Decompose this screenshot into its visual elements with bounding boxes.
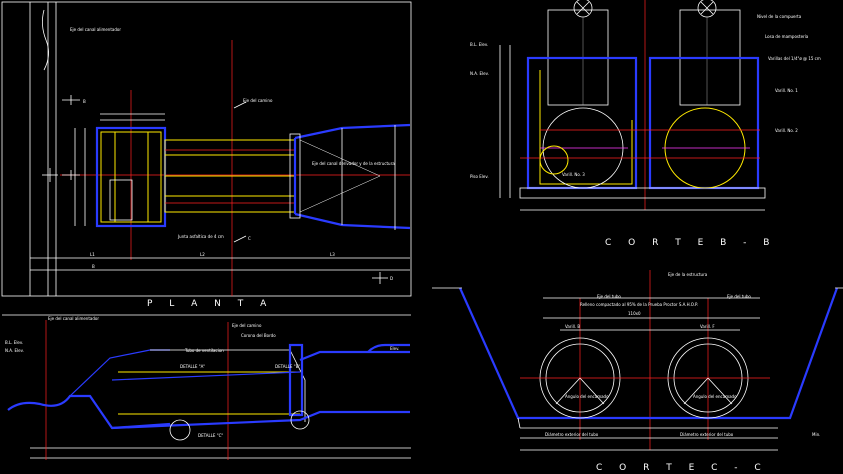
- perfil-label-detalle-c: DETALLE "C": [198, 433, 223, 438]
- dim-b: B: [92, 264, 95, 269]
- corte-cc-eje-tubo-2: Eje del tubo: [727, 294, 751, 299]
- corte-cc-title: C O R T E C - C: [596, 463, 768, 473]
- corte-cc-eje-estructura: Eje de la estructura: [668, 272, 708, 277]
- corte-bb-piso: Piso Elev.: [470, 174, 489, 179]
- perfil-label-eje-camino: Eje del camino: [232, 323, 262, 328]
- planta-label-junta: Junta asfaltica de 4 cm: [177, 234, 224, 239]
- corte-cc-diametro-1: Diámetro exterior del tubo: [545, 432, 599, 437]
- chamber-left: [526, 56, 638, 190]
- perfil-pipe-invert: [111, 410, 410, 430]
- corte-bb-varillas-nota: Varillas del 1/4"ø @ 15 cm: [768, 56, 821, 61]
- corte-cc-min: Min.: [812, 432, 820, 437]
- planta-title: P L A N T A: [147, 299, 273, 309]
- planta-label-eje-camino: Eje del camino: [243, 98, 273, 103]
- dim-l3: L3: [330, 252, 335, 257]
- corte-bb-title: C O R T E B - B: [605, 238, 776, 248]
- trench-outline: [458, 287, 839, 420]
- corte-cc-angulo-2: Angulo del encamado: [693, 394, 737, 399]
- planta-label-eje-derivador: Eje del canal derivador y de la estructu…: [312, 161, 395, 166]
- section-marker-left: [42, 168, 58, 182]
- planta-outlet-transition: [293, 123, 411, 230]
- section-marker-b-bottom: [62, 170, 80, 180]
- perfil-inlet-channel: [7, 394, 171, 430]
- corte-bb-nivel-compuerta: Nivel de la compuerta: [757, 14, 802, 19]
- detalle-c-circle: [169, 419, 191, 441]
- planta-view: Eje del canal alimentador Eje del camino…: [1, 1, 412, 309]
- perfil-label-eje-canal: Eje del canal alimentador: [48, 316, 99, 321]
- perfil-label-na: N.A. Elev.: [5, 348, 24, 353]
- dim-l2: L2: [200, 252, 205, 257]
- corte-bb-na: N.A. Elev.: [470, 71, 489, 76]
- corte-bb-varilla-1: Varill. No. 1: [775, 88, 798, 93]
- corte-cc-view: Eje de la estructura Eje del tubo Eje de…: [432, 270, 843, 473]
- perfil-label-tubo-vent: Tubo de ventilacion: [184, 348, 224, 353]
- section-marker-b-top: [62, 95, 80, 105]
- corte-bb-losa: Losa de mampostería: [765, 34, 809, 39]
- section-b-label: B: [83, 99, 86, 104]
- corte-bb-view: Nivel de la compuerta Losa de mamposterí…: [470, 0, 821, 248]
- planta-frame: [1, 1, 412, 297]
- corte-cc-diametro-2: Diámetro exterior del tubo: [680, 432, 734, 437]
- chamber-right: [648, 56, 760, 190]
- corte-cc-var-b: Varill. B: [565, 324, 580, 329]
- corte-cc-dim-110: 110x0: [628, 311, 641, 316]
- corte-cc-relleno: Relleno compactado al 95% de la Prueba P…: [580, 302, 698, 307]
- corte-cc-angulo-1: Angulo del encamado: [565, 394, 609, 399]
- perfil-view: Eje del canal alimentador Eje del camino…: [2, 314, 411, 460]
- section-marker-c: [233, 101, 247, 243]
- corte-bb-bl: B.L. Elev.: [470, 42, 488, 47]
- corte-cc-var-f: Varill. F: [700, 324, 715, 329]
- section-c-label: C: [248, 236, 251, 241]
- perfil-label-corona: Corona del Bordo: [241, 333, 276, 338]
- perfil-label-detalle-a: DETALLE "A": [180, 364, 205, 369]
- perfil-label-elev: Elev.: [390, 346, 399, 351]
- section-marker-d: [372, 272, 388, 284]
- planta-label-eje-canal: Eje del canal alimentador: [70, 27, 121, 32]
- chamber-slab: [519, 187, 766, 199]
- corte-bb-varilla-3: Varill. No. 3: [562, 172, 585, 177]
- corte-bb-varilla-2: Varill. No. 2: [775, 128, 798, 133]
- perfil-label-detalle-b: DETALLE "B": [275, 364, 300, 369]
- section-d-label: D: [390, 276, 393, 281]
- dim-l1: L1: [90, 252, 95, 257]
- corte-cc-eje-tubo-1: Eje del tubo: [597, 294, 621, 299]
- perfil-label-bl: B.L. Elev.: [5, 340, 23, 345]
